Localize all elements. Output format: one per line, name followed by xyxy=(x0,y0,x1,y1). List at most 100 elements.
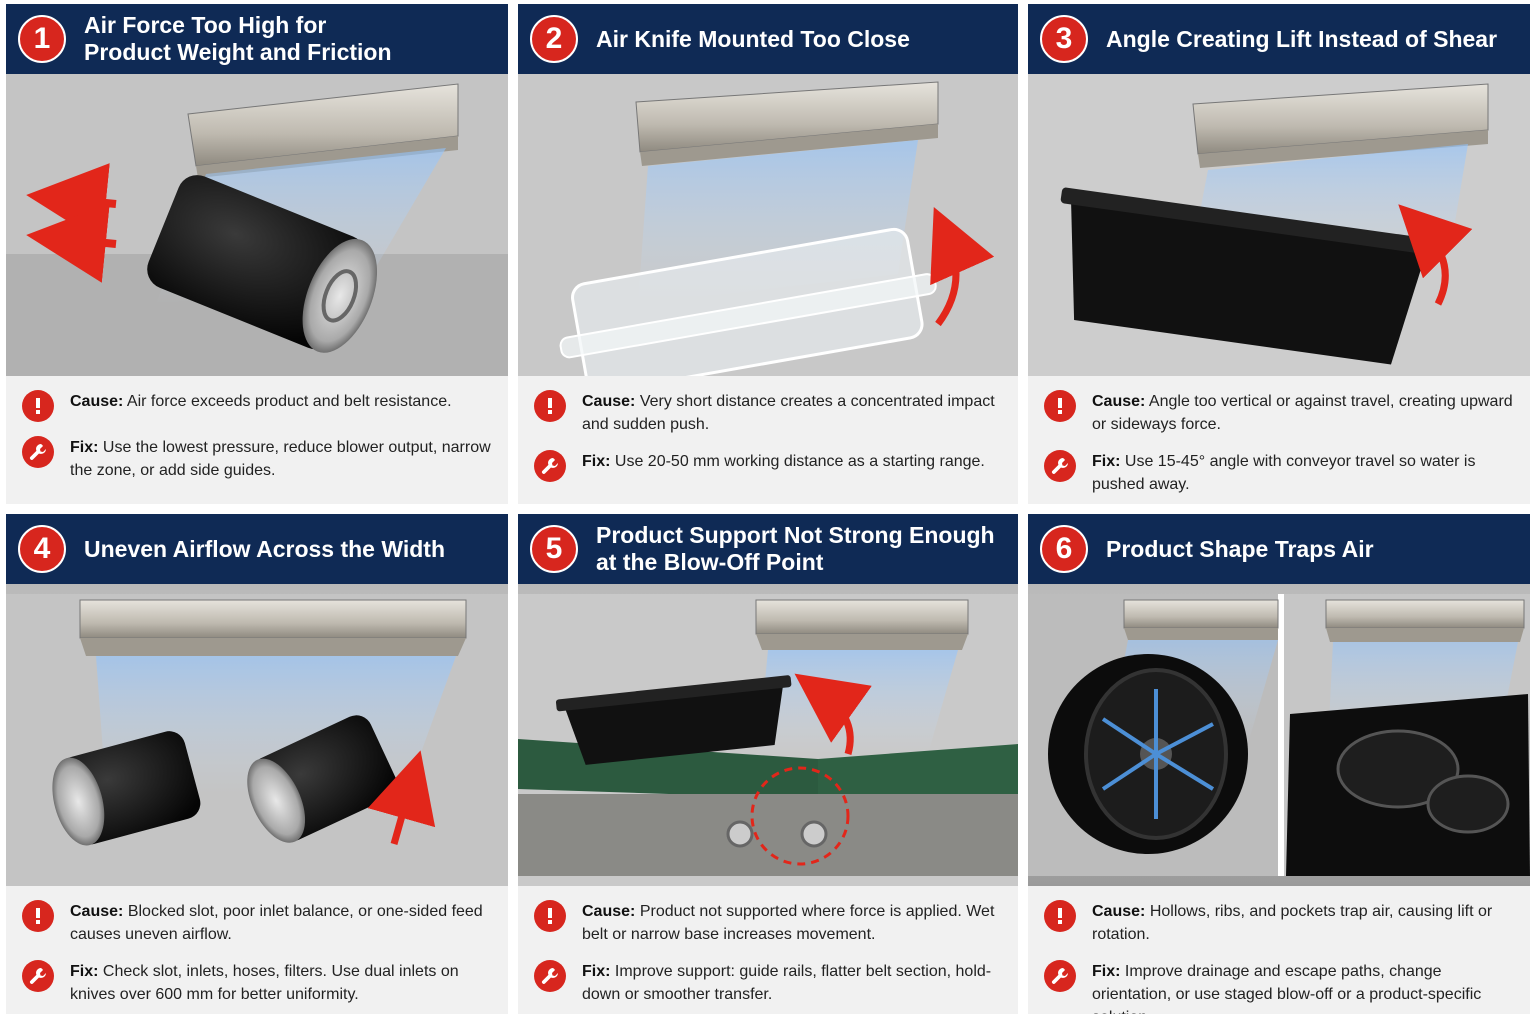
wheel-icon xyxy=(1048,654,1248,854)
panel-illustration xyxy=(6,74,508,376)
fix-label: Fix: xyxy=(1092,453,1121,470)
wrench-icon xyxy=(534,450,566,482)
can-icon-left xyxy=(52,731,201,846)
panel-text: Cause: Blocked slot, poor inlet balance,… xyxy=(6,886,508,1014)
problem-panel-4: 4 Uneven Airflow Across the Width xyxy=(6,514,508,1014)
panel-number: 3 xyxy=(1040,15,1088,63)
cause-label: Cause: xyxy=(70,903,124,920)
exclamation-icon xyxy=(534,900,566,932)
panel-number: 1 xyxy=(18,15,66,63)
panel-number: 5 xyxy=(530,525,578,573)
exclamation-icon xyxy=(1044,390,1076,422)
cause-label: Cause: xyxy=(1092,393,1146,410)
panel-illustration xyxy=(1028,74,1530,376)
panel-number: 2 xyxy=(530,15,578,63)
air-knife-icon xyxy=(755,599,969,650)
panel-title: Product Shape Traps Air xyxy=(1106,535,1374,562)
fix-label: Fix: xyxy=(582,453,611,470)
problem-panel-2: 2 Air Knife Mounted Too Close xyxy=(518,4,1018,504)
cause-row: Cause: Hollows, ribs, and pockets trap a… xyxy=(1044,900,1514,946)
exclamation-icon xyxy=(1044,900,1076,932)
fix-text: Check slot, inlets, hoses, filters. Use … xyxy=(70,963,459,1003)
cause-text: Angle too vertical or against travel, cr… xyxy=(1092,393,1513,433)
cause-row: Cause: Angle too vertical or against tra… xyxy=(1044,390,1514,436)
panel-text: Cause: Air force exceeds product and bel… xyxy=(6,376,508,504)
panel-header: 6 Product Shape Traps Air xyxy=(1028,514,1530,584)
panel-title: Angle Creating Lift Instead of Shear xyxy=(1106,25,1498,52)
panel-text: Cause: Angle too vertical or against tra… xyxy=(1028,376,1530,504)
panel-illustration xyxy=(518,584,1018,886)
panel-title: Uneven Airflow Across the Width xyxy=(84,535,446,562)
fix-label: Fix: xyxy=(1092,963,1121,980)
panel-text: Cause: Hollows, ribs, and pockets trap a… xyxy=(1028,886,1530,1014)
panel-illustration xyxy=(518,74,1018,376)
fix-text: Improve drainage and escape paths, chang… xyxy=(1092,963,1482,1014)
hollow-parts-illustration xyxy=(1028,594,1530,876)
panel-title: Product Support Not Strong Enough at the… xyxy=(596,522,995,575)
conveyor-tray-illustration xyxy=(518,594,1018,886)
clear-container-icon xyxy=(559,227,937,376)
can-icon xyxy=(147,175,378,353)
fix-row: Fix: Use 15-45° angle with conveyor trav… xyxy=(1044,450,1514,496)
cause-text: Very short distance creates a concentrat… xyxy=(582,393,995,433)
panel-header: 1 Air Force Too High for Product Weight … xyxy=(6,4,508,74)
panel-header: 2 Air Knife Mounted Too Close xyxy=(518,4,1018,74)
problem-panel-1: 1 Air Force Too High for Product Weight … xyxy=(6,4,508,504)
wrench-icon xyxy=(534,960,566,992)
exclamation-icon xyxy=(22,900,54,932)
fix-row: Fix: Improve drainage and escape paths, … xyxy=(1044,960,1514,1014)
black-tray-illustration xyxy=(1028,74,1530,376)
fix-row: Fix: Check slot, inlets, hoses, filters.… xyxy=(22,960,492,1006)
cause-text: Air force exceeds product and belt resis… xyxy=(126,393,452,410)
cause-row: Cause: Blocked slot, poor inlet balance,… xyxy=(22,900,492,946)
black-tray-icon xyxy=(1060,187,1439,365)
fix-text: Use 20-50 mm working distance as a start… xyxy=(614,453,985,470)
problem-panel-5: 5 Product Support Not Strong Enough at t… xyxy=(518,514,1018,1014)
fix-row: Fix: Use the lowest pressure, reduce blo… xyxy=(22,436,492,482)
wrench-icon xyxy=(22,436,54,468)
panel-header: 3 Angle Creating Lift Instead of Shear xyxy=(1028,4,1530,74)
fix-text: Use 15-45° angle with conveyor travel so… xyxy=(1092,453,1476,493)
panel-number: 6 xyxy=(1040,525,1088,573)
panel-title: Air Knife Mounted Too Close xyxy=(596,25,910,52)
cause-row: Cause: Product not supported where force… xyxy=(534,900,1002,946)
panel-text: Cause: Product not supported where force… xyxy=(518,886,1018,1014)
cause-row: Cause: Air force exceeds product and bel… xyxy=(22,390,492,422)
two-cans-illustration xyxy=(6,594,508,886)
air-knife-icon-right xyxy=(1325,599,1525,642)
cause-text: Product not supported where force is app… xyxy=(582,903,995,943)
clear-container-illustration xyxy=(518,74,1018,376)
cause-label: Cause: xyxy=(582,393,636,410)
panel-header: 4 Uneven Airflow Across the Width xyxy=(6,514,508,584)
fix-text: Improve support: guide rails, flatter be… xyxy=(582,963,992,1003)
air-knife-icon-left xyxy=(1123,599,1279,640)
fix-row: Fix: Improve support: guide rails, flatt… xyxy=(534,960,1002,1006)
panel-text: Cause: Very short distance creates a con… xyxy=(518,376,1018,504)
can-blown-illustration xyxy=(6,74,508,376)
air-knife-icon xyxy=(187,83,459,178)
panel-illustration xyxy=(1028,584,1530,886)
fix-label: Fix: xyxy=(70,963,99,980)
cause-text: Hollows, ribs, and pockets trap air, cau… xyxy=(1092,903,1493,943)
problem-panel-6: 6 Product Shape Traps Air xyxy=(1028,514,1530,1014)
cause-text: Blocked slot, poor inlet balance, or one… xyxy=(70,903,483,943)
wrench-icon xyxy=(22,960,54,992)
black-tray-icon xyxy=(555,675,792,765)
infographic-grid: 1 Air Force Too High for Product Weight … xyxy=(6,4,1530,1014)
cause-label: Cause: xyxy=(70,393,124,410)
wrench-icon xyxy=(1044,450,1076,482)
air-knife-icon xyxy=(1192,83,1489,168)
fix-text: Use the lowest pressure, reduce blower o… xyxy=(70,439,491,479)
exclamation-icon xyxy=(22,390,54,422)
cause-label: Cause: xyxy=(1092,903,1146,920)
wrench-icon xyxy=(1044,960,1076,992)
problem-panel-3: 3 Angle Creating Lift Instead of Shear xyxy=(1028,4,1530,504)
air-knife-icon xyxy=(79,599,467,656)
air-knife-icon xyxy=(635,81,939,166)
pocket-tray-icon xyxy=(1286,694,1530,876)
panel-number: 4 xyxy=(18,525,66,573)
cause-label: Cause: xyxy=(582,903,636,920)
exclamation-icon xyxy=(534,390,566,422)
fix-label: Fix: xyxy=(582,963,611,980)
panel-header: 5 Product Support Not Strong Enough at t… xyxy=(518,514,1018,584)
